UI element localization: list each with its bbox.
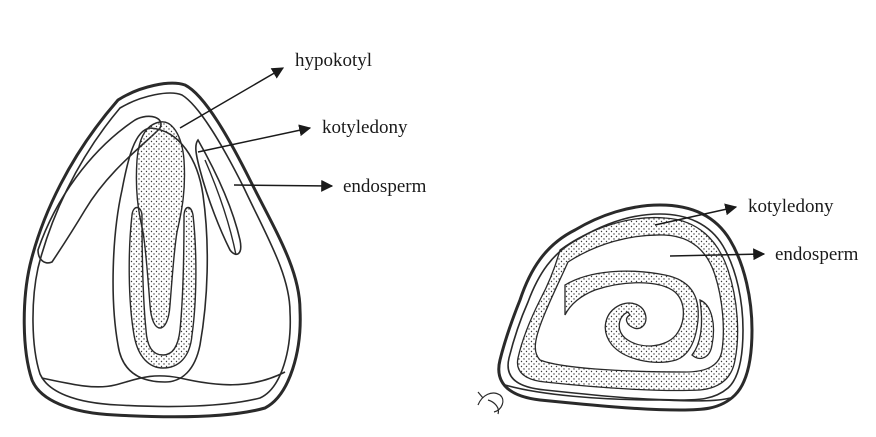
arrow-left-cotyledons — [198, 128, 310, 152]
left-cotyledon-right-inner — [205, 160, 236, 255]
arrow-left-endosperm — [234, 185, 332, 186]
arrow-left-hypocotyl — [180, 68, 283, 128]
left-seed-base — [42, 372, 285, 387]
label-right-cotyledons: kotyledony — [748, 196, 834, 217]
label-left-endosperm: endosperm — [343, 176, 427, 197]
right-seed-hilum — [478, 392, 503, 414]
arrow-right-endosperm — [670, 254, 764, 256]
label-right-endosperm: endosperm — [775, 244, 859, 265]
label-left-hypocotyl: hypokotyl — [295, 50, 372, 71]
right-cotyledon-spiral — [565, 271, 698, 362]
label-left-cotyledons: kotyledony — [322, 117, 408, 138]
right-cotyledons — [517, 218, 737, 391]
